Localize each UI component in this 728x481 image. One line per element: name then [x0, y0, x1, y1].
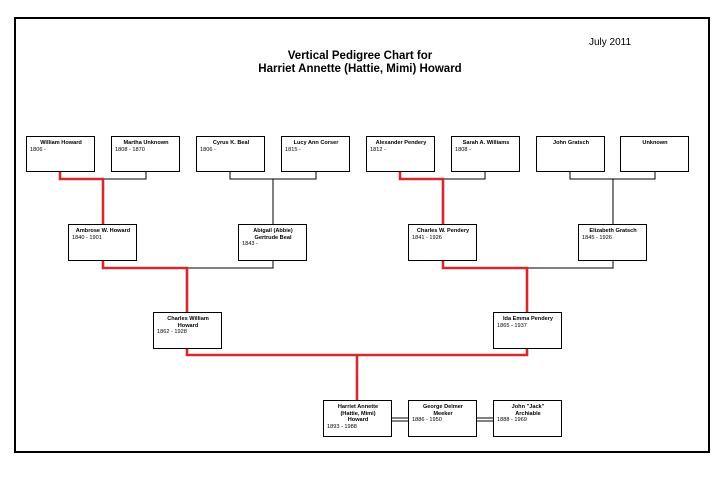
person-box-cyrus-beal[interactable]: Cyrus K. Beal 1806 - [196, 136, 265, 172]
person-box-martha-unknown[interactable]: Martha Unknown 1808 - 1870 [111, 136, 180, 172]
chart-title: Vertical Pedigree Chart for Harriet Anne… [200, 50, 520, 76]
person-dates: 1815 - [285, 146, 301, 153]
connector-howard-martha [103, 171, 147, 180]
connector-abigail-side [187, 260, 274, 269]
person-dates: 1840 - 1901 [72, 234, 102, 241]
person-box-george-meeker[interactable]: George Delmer Meeker 1886 - 1950 [408, 400, 477, 437]
person-name: Martha Unknown [123, 140, 169, 146]
person-box-abigail-beal[interactable]: Abigail (Abbie) Gertrude Beal 1843 - [238, 224, 307, 261]
person-box-charles-pendery[interactable]: Charles W. Pendery 1841 - 1926 [408, 224, 477, 261]
person-name: Ambrose W. Howard [75, 228, 131, 234]
person-dates: 1812 - [370, 146, 386, 153]
person-dates: 1806 - [200, 146, 216, 153]
person-name: Harriet Annette (Hattie, Mimi) Howard [337, 404, 379, 424]
person-box-ambrose-howard[interactable]: Ambrose W. Howard 1840 - 1901 [68, 224, 137, 261]
person-box-sarah-williams[interactable]: Sarah A. Williams 1808 - [451, 136, 520, 172]
person-name: Charles W. Pendery [416, 228, 470, 234]
person-dates: 1845 - 1926 [582, 234, 612, 241]
person-dates: 1886 - 1950 [412, 417, 442, 424]
connector-pendery-sarah [443, 171, 486, 180]
connector-beal-pair [229, 171, 317, 180]
person-name: Unknown [642, 140, 668, 146]
person-name: Lucy Ann Corser [293, 140, 339, 146]
person-dates: 1808 - 1870 [115, 146, 145, 153]
person-box-william-howard[interactable]: William Howard 1806 - [26, 136, 95, 172]
person-name: George Delmer Meeker [422, 404, 464, 417]
person-name: William Howard [40, 140, 82, 146]
person-box-john-archiable[interactable]: John "Jack" Archiable 1888 - 1969 [493, 400, 562, 437]
person-name: Abigail (Abbie) Gertrude Beal [253, 228, 293, 241]
person-name: Elizabeth Gratsch [589, 228, 637, 234]
person-dates: 1841 - 1926 [412, 234, 442, 241]
person-dates: 1808 - [455, 146, 471, 153]
direct-line-connectors [58, 171, 529, 400]
person-box-lucy-corser[interactable]: Lucy Ann Corser 1815 - [281, 136, 350, 172]
chart-date: July 2011 [588, 37, 632, 48]
person-box-john-gratsch[interactable]: John Gratsch [536, 136, 605, 172]
person-dates: 1806 - [30, 146, 46, 153]
chart-title-line-1: Vertical Pedigree Chart for [287, 50, 433, 62]
person-box-harriet-howard[interactable]: Harriet Annette (Hattie, Mimi) Howard 18… [323, 400, 392, 437]
person-name: Alexander Pendery [375, 140, 427, 146]
person-dates: 1888 - 1969 [497, 417, 527, 424]
person-name: John Gratsch [552, 140, 590, 146]
person-dates: 1893 - 1988 [327, 423, 357, 430]
direct-line-ambrose-to-charles-william [101, 260, 189, 312]
person-box-charles-william-howard[interactable]: Charles William Howard 1862 - 1928 [153, 312, 222, 349]
direct-line-parents-join [185, 348, 529, 357]
person-name: Charles William Howard [167, 316, 209, 329]
person-name: John "Jack" Archiable [511, 404, 545, 417]
person-box-ida-pendery[interactable]: Ida Emma Pendery 1865 - 1937 [493, 312, 562, 349]
connector-gratsch-pair [569, 171, 656, 180]
person-box-elizabeth-gratsch[interactable]: Elizabeth Gratsch 1845 - 1926 [578, 224, 647, 261]
person-dates: 1843 - [242, 241, 258, 248]
person-name: Sarah A. Williams [462, 140, 510, 146]
direct-line-william-to-ambrose [58, 171, 105, 224]
person-dates: 1865 - 1937 [497, 322, 527, 329]
person-box-unknown[interactable]: Unknown [620, 136, 689, 172]
person-name: Cyrus K. Beal [212, 140, 250, 146]
person-name: Ida Emma Pendery [502, 316, 554, 322]
black-connectors [103, 171, 656, 422]
chart-title-line-2: Harriet Annette (Hattie, Mimi) Howard [258, 63, 462, 75]
direct-line-alexander-to-charles [398, 171, 445, 224]
person-box-alexander-pendery[interactable]: Alexander Pendery 1812 - [366, 136, 435, 172]
direct-line-charles-to-ida [441, 260, 529, 312]
person-dates: 1862 - 1928 [157, 329, 187, 336]
connector-elizabeth-side [527, 260, 614, 269]
